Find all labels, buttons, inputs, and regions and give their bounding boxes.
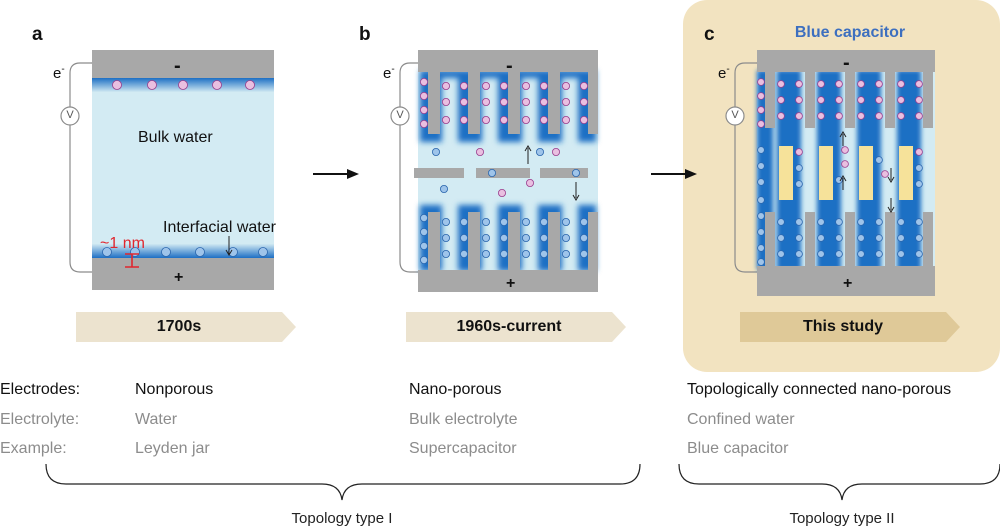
col3-electrodes: Topologically connected nano-porous	[687, 381, 952, 398]
electron-label-b: e-	[383, 64, 395, 82]
panel-b-diagram	[390, 50, 598, 292]
anions-c	[757, 146, 923, 266]
col2-electrodes: Nano-porous	[409, 381, 502, 398]
nm-scale-bar	[125, 253, 139, 268]
plus-sign-b: +	[506, 275, 516, 292]
minus-sign-a: -	[174, 55, 181, 77]
bottom-electrode	[92, 258, 274, 290]
panel-a-diagram	[60, 50, 274, 290]
era-ribbon-b	[406, 312, 626, 342]
cations-c	[757, 78, 923, 178]
electron-label-c: e-	[718, 64, 730, 82]
top-connected-electrode	[757, 50, 935, 128]
col2-example: Supercapacitor	[409, 440, 517, 457]
voltmeter-label-a: V	[66, 109, 74, 121]
era-label-a: 1700s	[156, 318, 202, 335]
col1-electrolyte: Water	[135, 411, 178, 428]
row-label-electrodes: Electrodes:	[0, 381, 81, 398]
col2-electrolyte: Bulk electrolyte	[409, 411, 518, 428]
era-ribbon-c	[740, 312, 960, 342]
era-ribbon-a	[76, 312, 296, 342]
circuit-wire	[69, 62, 110, 273]
col3-electrolyte: Confined water	[687, 411, 795, 428]
topology-type1-label: Topology type I	[291, 510, 393, 527]
minus-sign-c: -	[843, 52, 850, 74]
era-label-c: This study	[802, 318, 883, 335]
voltmeter-icon	[390, 106, 410, 126]
arrow-b-to-c-icon	[651, 169, 697, 179]
plus-sign-c: +	[843, 275, 853, 292]
arrow-a-to-b-icon	[313, 169, 359, 179]
nm-label: ~1 nm	[100, 235, 145, 252]
anions-b	[420, 148, 588, 264]
row-label-example: Example:	[0, 440, 67, 457]
panel-c-title: Blue capacitor	[794, 24, 906, 41]
panel-letter-c: c	[704, 24, 715, 45]
col1-example: Leyden jar	[135, 440, 210, 457]
topology-braces	[45, 463, 1000, 501]
panel-c-diagram	[725, 50, 935, 296]
col1-electrodes: Nonporous	[135, 381, 214, 398]
minus-sign-b: -	[506, 55, 513, 77]
electron-label-a: e-	[53, 64, 65, 82]
interfacial-water-label: Interfacial water	[163, 219, 276, 236]
voltmeter-icon	[60, 106, 80, 126]
bulk-water-region	[92, 78, 274, 258]
insulator-inserts	[779, 146, 913, 200]
panel-letter-b: b	[359, 24, 371, 45]
col3-example: Blue capacitor	[687, 440, 789, 457]
panel-letter-a: a	[32, 24, 43, 45]
top-porous-electrode	[418, 50, 598, 134]
cation-row-top	[112, 80, 255, 90]
separator-fragments	[414, 168, 588, 178]
bulk-water-label: Bulk water	[138, 129, 213, 146]
bottom-connected-electrode	[757, 212, 935, 296]
era-label-b: 1960s-current	[456, 318, 562, 335]
topology-type2-label: Topology type II	[789, 510, 895, 527]
brace-type1	[45, 463, 641, 501]
voltmeter-label-b: V	[396, 109, 404, 121]
voltmeter-icon	[725, 106, 745, 126]
top-electrode	[92, 50, 274, 78]
cations-b	[420, 78, 588, 197]
voltmeter-label-c: V	[731, 109, 739, 121]
brace-type2	[678, 463, 1000, 501]
row-label-electrolyte: Electrolyte:	[0, 411, 80, 428]
plus-sign-a: +	[174, 269, 184, 286]
bottom-porous-electrode	[418, 212, 598, 292]
